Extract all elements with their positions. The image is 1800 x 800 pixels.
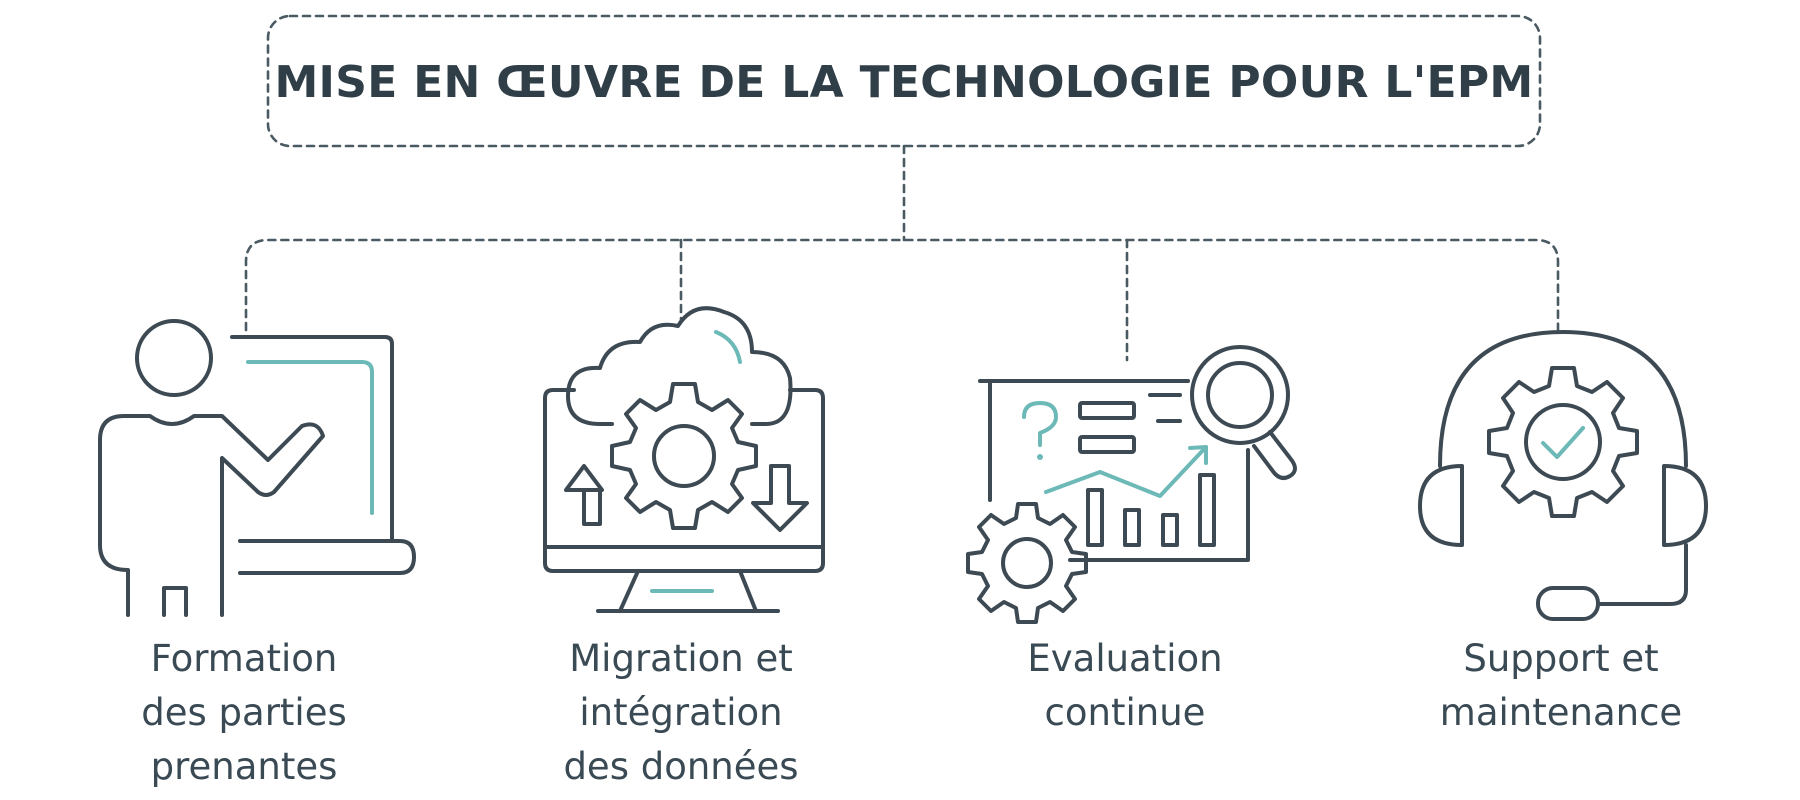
label-line: maintenance	[1439, 691, 1683, 734]
label-line: intégration	[579, 691, 783, 734]
headset-gear-check-icon	[1418, 330, 1708, 621]
label-line: prenantes	[150, 745, 338, 788]
cloud-monitor-gear-icon	[543, 306, 825, 613]
label-line: Migration et	[569, 637, 793, 680]
label-line: Support et	[1463, 637, 1659, 680]
label-evaluation: Evaluation continue	[935, 632, 1315, 740]
label-migration: Migration et intégration des données	[491, 632, 871, 794]
analytics-board-magnifier-icon	[966, 345, 1297, 624]
presentation-trainer-icon	[98, 319, 416, 617]
label-line: des données	[563, 745, 799, 788]
connector-lines	[244, 144, 1560, 362]
label-line: Evaluation	[1027, 637, 1223, 680]
page-title: MISE EN ŒUVRE DE LA TECHNOLOGIE POUR L'E…	[274, 56, 1534, 108]
label-line: des parties	[141, 691, 347, 734]
label-formation: Formation des parties prenantes	[54, 632, 434, 794]
label-line: continue	[1044, 691, 1206, 734]
label-line: Formation	[150, 637, 338, 680]
label-support: Support et maintenance	[1371, 632, 1751, 740]
